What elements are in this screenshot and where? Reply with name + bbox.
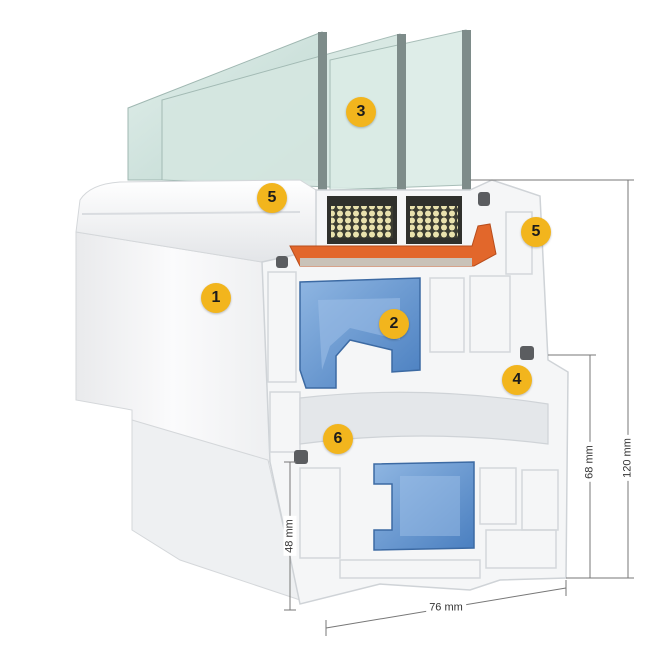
callout-2-label: 2 xyxy=(389,315,399,332)
gasket-top-left xyxy=(276,256,288,268)
frame-top-groove xyxy=(81,211,301,215)
gasket-lower-left xyxy=(294,450,308,464)
triple-glazing xyxy=(127,29,471,250)
glass-edge-1 xyxy=(318,32,327,250)
glass-edge-2 xyxy=(397,34,406,250)
frame-lower-face xyxy=(131,419,301,601)
frame-front-face xyxy=(75,231,271,463)
callout-5-right-label: 5 xyxy=(531,223,541,240)
callout-2: 2 xyxy=(379,309,409,339)
gasket-top-right xyxy=(478,192,490,206)
callout-4: 4 xyxy=(502,365,532,395)
desiccant-left xyxy=(331,206,393,238)
gasket-middle-right xyxy=(520,346,534,360)
glazing-seal-base xyxy=(300,258,472,266)
callout-3-label: 3 xyxy=(356,103,366,120)
callout-1: 1 xyxy=(201,283,231,313)
dimension-label-68mm: 68 mm xyxy=(583,442,597,482)
dimension-label-76mm: 76 mm xyxy=(426,601,466,615)
steel-lower-inner xyxy=(400,476,460,536)
glass-edge-3 xyxy=(462,30,471,250)
steel-upper-inner xyxy=(318,298,400,370)
dimension-label-48mm: 48 mm xyxy=(283,516,297,556)
dimension-label-120mm: 120 mm xyxy=(621,435,635,481)
profile-chambers xyxy=(267,211,559,579)
callout-6: 6 xyxy=(323,424,353,454)
callout-4-label: 4 xyxy=(512,371,522,388)
sash-channel xyxy=(299,391,549,445)
callout-6-label: 6 xyxy=(333,430,343,447)
gaskets xyxy=(276,192,534,464)
callout-5-right: 5 xyxy=(521,217,551,247)
callout-3: 3 xyxy=(346,97,376,127)
callout-1-label: 1 xyxy=(211,289,221,306)
callout-5-left-label: 5 xyxy=(267,189,277,206)
desiccant-right xyxy=(410,206,458,238)
callout-5-left: 5 xyxy=(257,183,287,213)
